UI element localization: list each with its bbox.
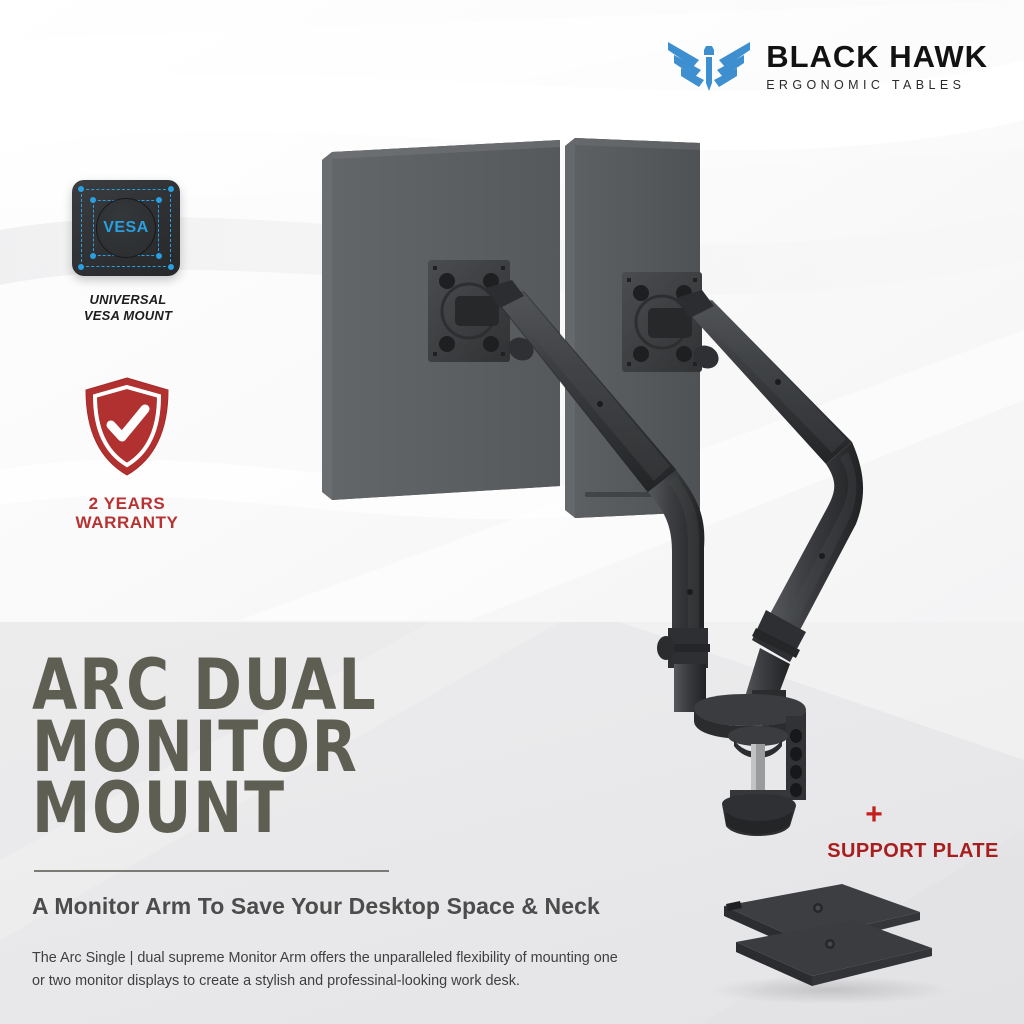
plus-icon: + [865,798,883,831]
vesa-plate-label: VESA [103,219,149,236]
description-text: The Arc Single | dual supreme Monitor Ar… [32,949,618,990]
warranty-text: 2 YEARS WARRANTY [66,494,188,532]
page-title: ARC DUAL MONITOR MOUNT [32,650,590,850]
vesa-caption: UNIVERSAL VESA MOUNT [83,292,173,324]
vesa-plate-icon: VESA [72,180,180,276]
headline-line-1: ARC DUAL [32,644,378,726]
subheadline: A Monitor Arm To Save Your Desktop Space… [32,892,600,919]
copy-block: ARC DUAL MONITOR MOUNT A Monitor Arm To … [32,650,632,1008]
headline-line-2: MONITOR MOUNT [32,705,359,850]
shield-check-icon [85,377,169,476]
warranty-line-2: WARRANTY [75,513,179,533]
brand-name: BLACK HAWK [766,38,988,74]
support-plate-callout: + SUPPORT PLATE [818,800,1008,863]
brand-logo: BLACK HAWK ERGONOMIC TABLES [666,36,988,96]
support-plate-label: SUPPORT PLATE [827,840,999,862]
vesa-badge: VESA UNIVERSAL VESA MOUNT [72,180,184,325]
warranty-badge: 2 YEARS WARRANTY [66,375,188,532]
brand-tagline: ERGONOMIC TABLES [766,77,966,92]
hawk-wings-icon [668,42,751,91]
warranty-line-1: 2 YEARS [88,494,166,513]
title-divider [34,869,389,872]
